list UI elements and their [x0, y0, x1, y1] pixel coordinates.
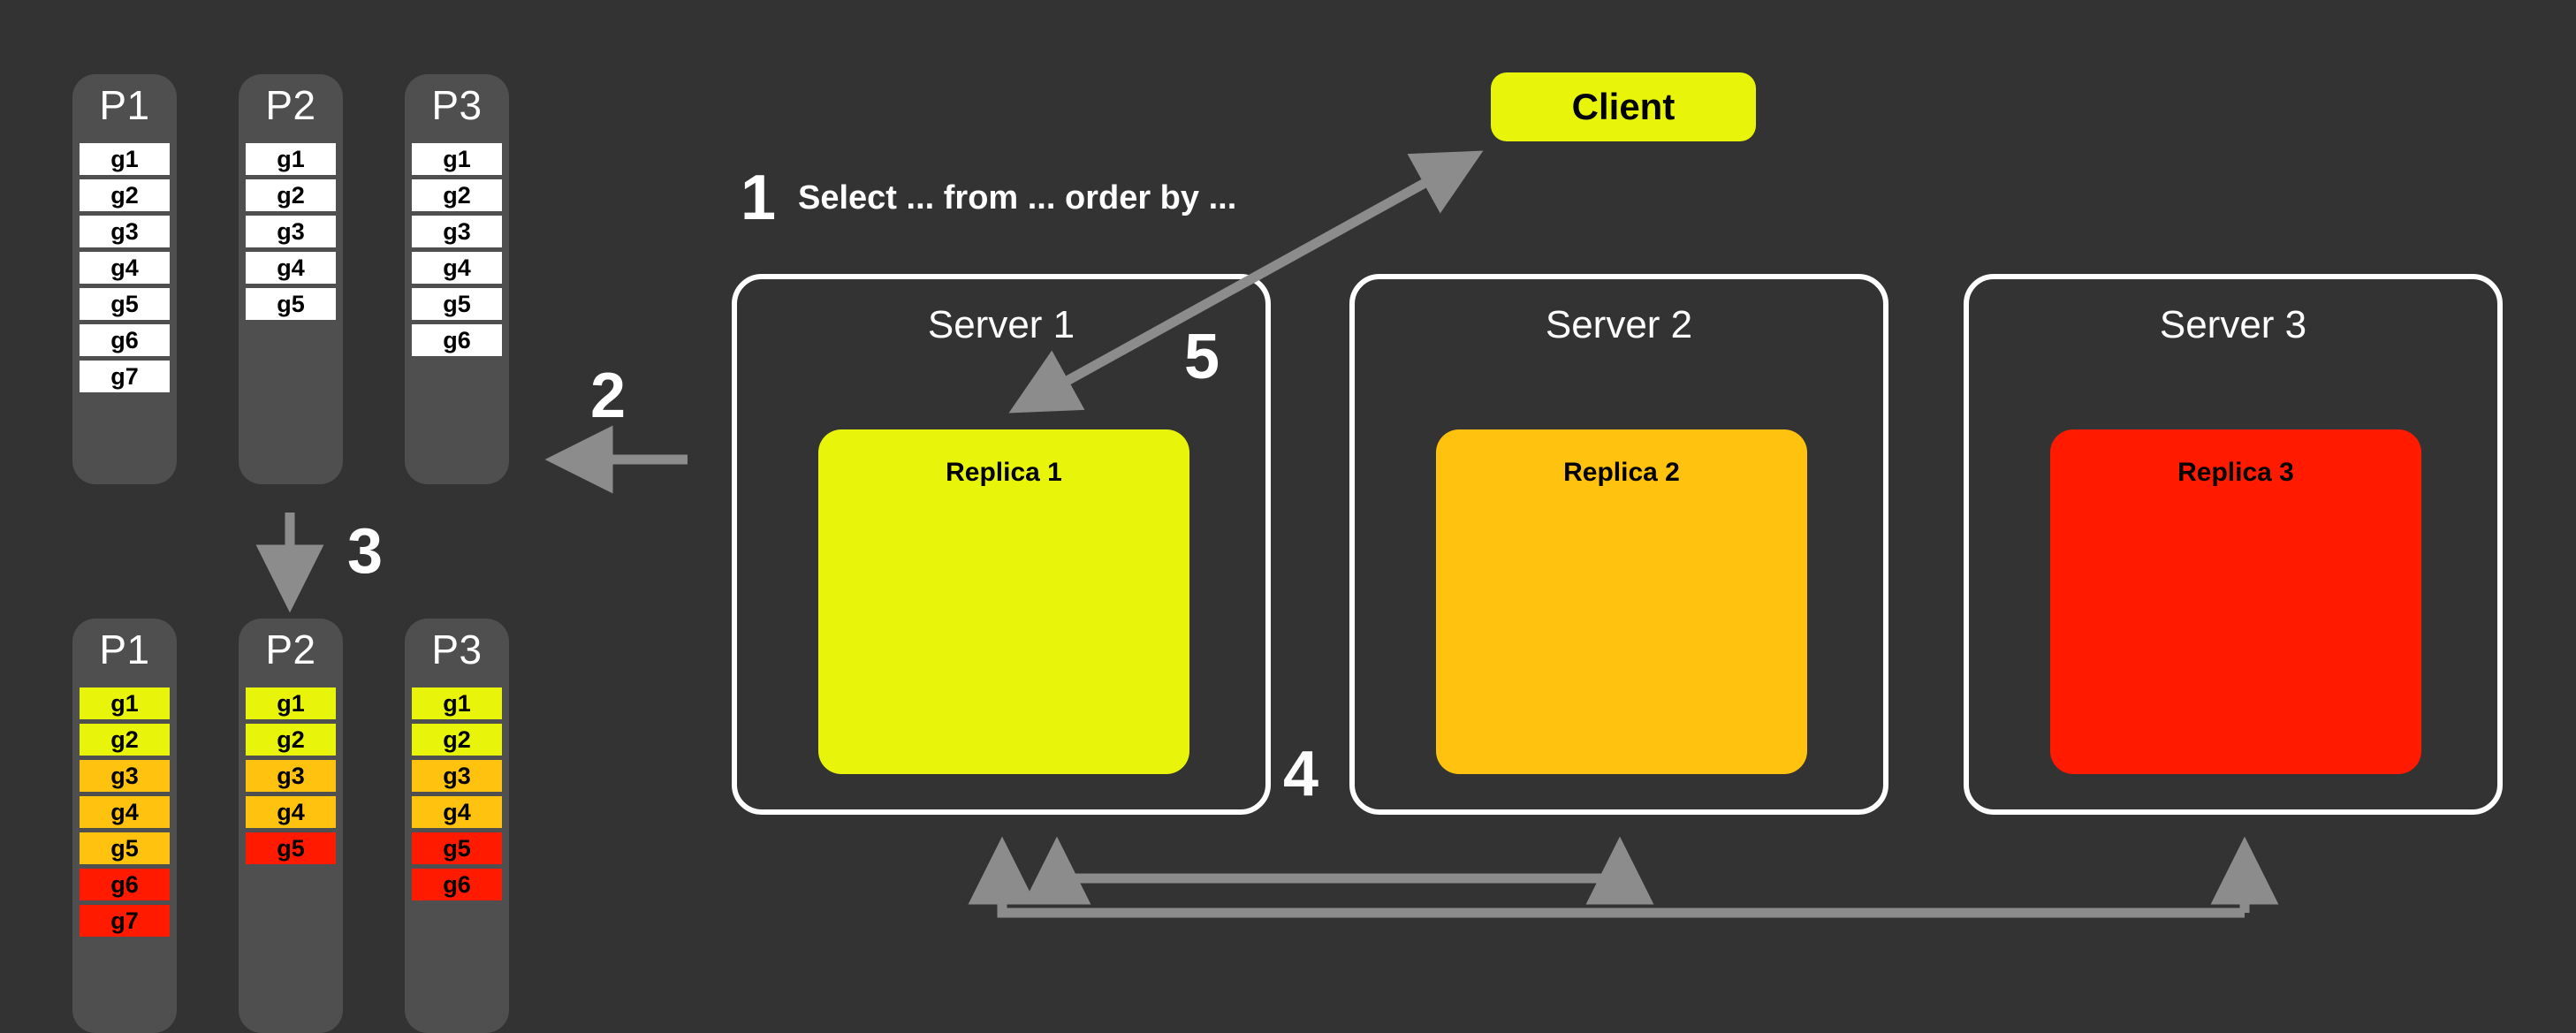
bottom-partition-p2: P2 g1 g2 g3 g4 g5 [239, 619, 343, 1033]
data-cell: g4 [80, 796, 170, 828]
data-cell: g5 [246, 288, 336, 320]
data-cell: g1 [80, 687, 170, 719]
step4-arrow-server2 [1022, 836, 1654, 905]
cell-stack: g1 g2 g3 g4 g5 g6 g7 [80, 687, 170, 941]
top-partition-p3: P3 g1 g2 g3 g4 g5 g6 [405, 74, 509, 484]
server-title: Server 2 [1545, 303, 1693, 346]
data-cell: g1 [80, 143, 170, 175]
data-cell: g3 [412, 760, 502, 792]
data-cell: g4 [412, 796, 502, 828]
server-2-box[interactable]: Server 2 Replica 2 [1349, 274, 1888, 815]
data-cell: g2 [246, 179, 336, 211]
step-5-number: 5 [1184, 322, 1220, 392]
partition-label: P3 [431, 82, 483, 128]
cell-stack: g1 g2 g3 g4 g5 g6 [412, 687, 502, 905]
replica-2-box[interactable]: Replica 2 [1436, 429, 1807, 774]
replica-label: Replica 1 [946, 458, 1062, 487]
server-title: Server 3 [2159, 303, 2307, 346]
data-cell: g2 [412, 724, 502, 756]
data-cell: g6 [80, 324, 170, 356]
replica-1-box[interactable]: Replica 1 [818, 429, 1189, 774]
data-cell: g5 [80, 288, 170, 320]
cell-stack: g1 g2 g3 g4 g5 [246, 687, 336, 869]
replica-3-box[interactable]: Replica 3 [2050, 429, 2421, 774]
data-cell: g1 [246, 687, 336, 719]
data-cell: g3 [246, 760, 336, 792]
partition-label: P1 [99, 627, 150, 672]
data-cell: g3 [80, 760, 170, 792]
step-3-number: 3 [347, 516, 384, 587]
top-partition-p1: P1 g1 g2 g3 g4 g5 g6 g7 [72, 74, 177, 484]
top-partition-p2: P2 g1 g2 g3 g4 g5 [239, 74, 343, 484]
server-3-box[interactable]: Server 3 Replica 3 [1964, 274, 2503, 815]
data-cell: g4 [246, 252, 336, 284]
data-cell: g5 [246, 832, 336, 864]
partition-label: P1 [99, 82, 150, 128]
data-cell: g1 [412, 687, 502, 719]
cell-stack: g1 g2 g3 g4 g5 g6 g7 [80, 143, 170, 397]
step-1-number: 1 [741, 163, 777, 233]
data-cell: g4 [80, 252, 170, 284]
step-2-number: 2 [590, 361, 627, 431]
client-label: Client [1571, 86, 1676, 127]
partition-label: P2 [265, 627, 316, 672]
cell-stack: g1 g2 g3 g4 g5 g6 [412, 143, 502, 361]
cell-stack: g1 g2 g3 g4 g5 [246, 143, 336, 324]
data-cell: g5 [412, 832, 502, 864]
data-cell: g6 [80, 869, 170, 900]
data-cell: g4 [246, 796, 336, 828]
server-1-box[interactable]: Server 1 Replica 1 [732, 274, 1271, 815]
replica-label: Replica 3 [2177, 458, 2294, 487]
data-cell: g2 [246, 724, 336, 756]
step4-arrow-server3 [968, 836, 2279, 918]
step-4-number: 4 [1283, 739, 1319, 809]
data-cell: g1 [246, 143, 336, 175]
partition-label: P3 [431, 627, 483, 672]
data-cell: g3 [80, 216, 170, 247]
replica-label: Replica 2 [1563, 458, 1680, 487]
data-cell: g2 [80, 179, 170, 211]
bottom-partition-p1: P1 g1 g2 g3 g4 g5 g6 g7 [72, 619, 177, 1033]
data-cell: g3 [246, 216, 336, 247]
data-cell: g5 [80, 832, 170, 864]
data-cell: g4 [412, 252, 502, 284]
data-cell: g2 [80, 724, 170, 756]
data-cell: g5 [412, 288, 502, 320]
bottom-partition-p3: P3 g1 g2 g3 g4 g5 g6 [405, 619, 509, 1033]
data-cell: g3 [412, 216, 502, 247]
data-cell: g6 [412, 324, 502, 356]
data-cell: g6 [412, 869, 502, 900]
data-cell: g1 [412, 143, 502, 175]
data-cell: g7 [80, 905, 170, 937]
partition-label: P2 [265, 82, 316, 128]
data-cell: g7 [80, 361, 170, 392]
data-cell: g2 [412, 179, 502, 211]
step-1-query-text: Select ... from ... order by ... [798, 179, 1237, 216]
client-box[interactable]: Client [1491, 72, 1756, 141]
